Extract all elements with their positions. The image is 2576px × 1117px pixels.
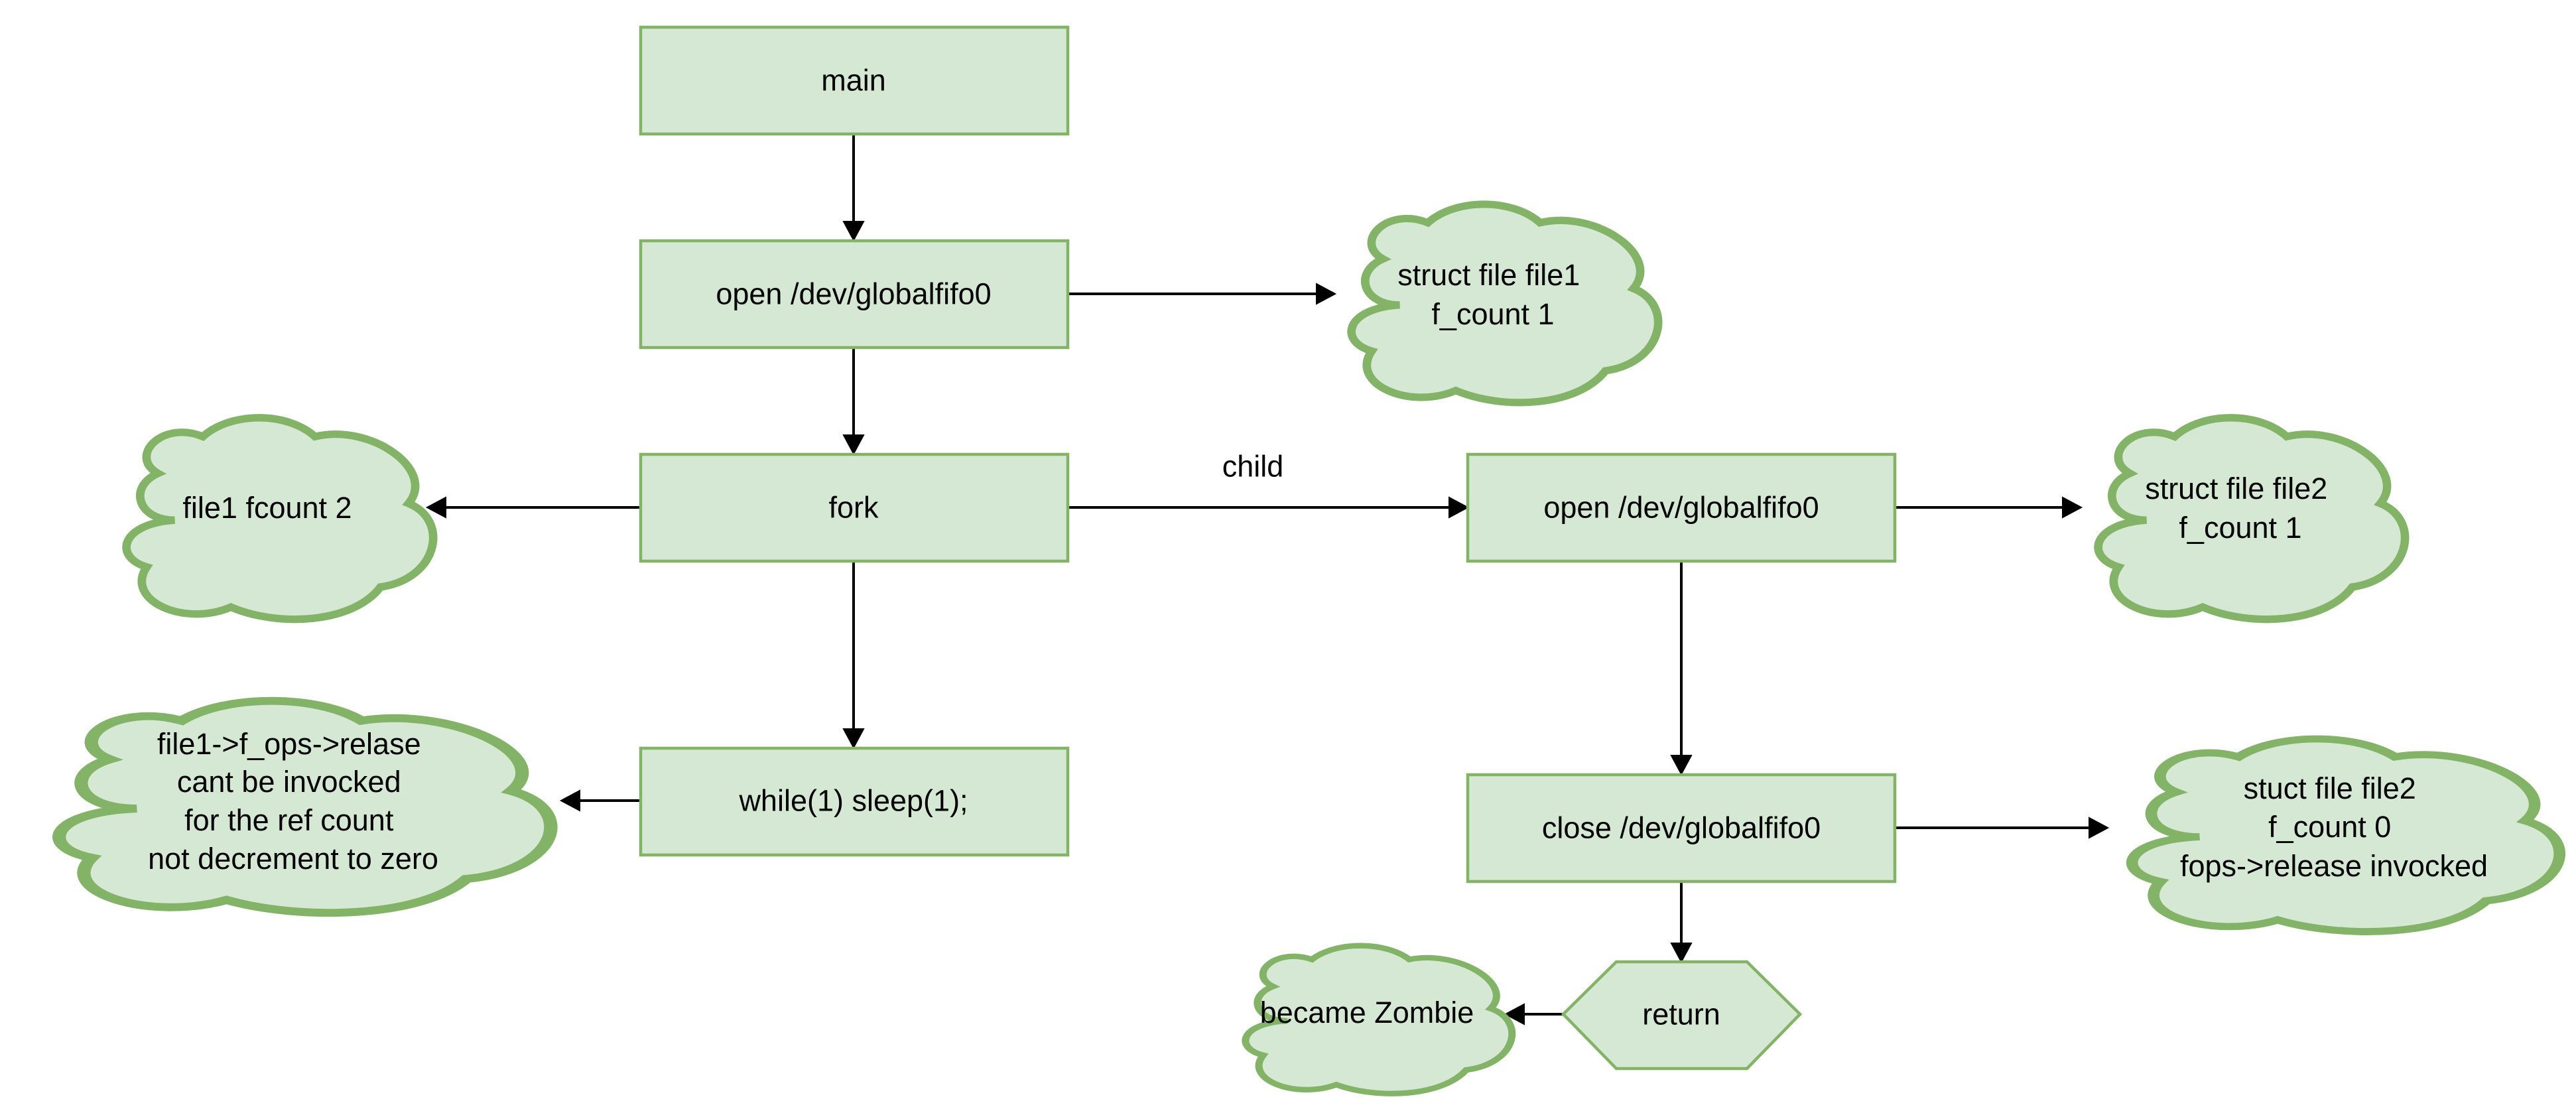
svg-text:struct file file2 f_coun: struct file file2 f_count 1 xyxy=(2145,472,2336,545)
edge-return-to-zombie-cloud xyxy=(1504,1003,1563,1025)
cloud-struct-file1: struct file file1 f_count 1 xyxy=(1352,204,1658,403)
node-return: return xyxy=(1561,960,1803,1071)
cloud-file2-released-line1: stuct file file2 xyxy=(2244,771,2416,805)
node-child-open-globalfifo0: open /dev/globalfifo0 xyxy=(1466,452,1897,563)
edge-label-child: child xyxy=(1222,450,1284,484)
edge-fork-to-sleep xyxy=(842,561,865,750)
cloud-file1-fcount-line1: file1 fcount 2 xyxy=(182,491,352,525)
edge-close-to-file2-closed-cloud xyxy=(1895,817,2110,839)
node-child-open-label: open /dev/globalfifo0 xyxy=(1543,491,1819,525)
cloud-release-not-invoked: file1->f_ops->relase cant be invocked fo… xyxy=(59,701,550,913)
edge-child-open-to-close xyxy=(1670,561,1693,776)
cloud-became-zombie: became Zombie xyxy=(1246,946,1512,1094)
cloud-struct-file1-line1: struct file file1 xyxy=(1397,258,1580,292)
node-close-label: close /dev/globalfifo0 xyxy=(1542,811,1821,845)
edge-fork-to-child-open xyxy=(1068,496,1470,519)
node-open-label: open /dev/globalfifo0 xyxy=(716,277,991,311)
svg-text:file1->f_ops->relase can: file1->f_ops->relase cant be invocked fo… xyxy=(148,727,438,876)
edge-main-to-open xyxy=(842,134,865,242)
node-fork-label: fork xyxy=(828,491,879,525)
node-open-globalfifo0: open /dev/globalfifo0 xyxy=(639,239,1070,350)
cloud-file1-fcount: file1 fcount 2 xyxy=(127,418,433,620)
cloud-struct-file1-line2: f_count 1 xyxy=(1431,297,1554,331)
cloud-struct-file2: struct file file2 f_count 1 xyxy=(2098,418,2405,620)
cloud-release-line2: cant be invocked xyxy=(177,765,401,799)
cloud-release-line1: file1->f_ops->relase xyxy=(157,727,421,761)
cloud-struct-file2-line1: struct file file2 xyxy=(2145,472,2327,505)
edge-open-to-file1-cloud xyxy=(1068,283,1337,305)
edge-open-to-fork xyxy=(842,348,865,456)
cloud-struct-file2-line2: f_count 1 xyxy=(2179,511,2301,545)
svg-text:stuct file file2 f_count: stuct file file2 f_count 0 fops->release… xyxy=(2180,771,2488,883)
node-return-label: return xyxy=(1642,998,1720,1031)
node-main-label: main xyxy=(821,64,886,98)
cloud-file2-released-line2: f_count 0 xyxy=(2268,810,2391,844)
edge-fork-to-fcount-cloud xyxy=(425,496,641,519)
edge-close-to-return xyxy=(1670,882,1693,964)
cloud-release-line3: for the ref count xyxy=(184,803,394,837)
svg-text:became Zombie: became Zombie xyxy=(1260,996,1474,1029)
node-fork: fork xyxy=(639,452,1070,563)
node-while-sleep: while(1) sleep(1); xyxy=(639,746,1070,857)
node-close-globalfifo0: close /dev/globalfifo0 xyxy=(1466,773,1897,884)
node-main: main xyxy=(639,25,1070,136)
edge-child-open-to-file2-cloud xyxy=(1895,496,2083,519)
cloud-file2-released: stuct file file2 f_count 0 fops->release… xyxy=(2132,739,2560,932)
svg-text:file1 fcount 2: file1 fcount 2 xyxy=(182,491,352,525)
cloud-file2-released-line3: fops->release invocked xyxy=(2180,849,2488,883)
node-sleep-label: while(1) sleep(1); xyxy=(738,784,968,818)
edge-sleep-to-release-cloud xyxy=(559,789,641,812)
svg-text:struct file file1 f_coun: struct file file1 f_count 1 xyxy=(1397,258,1588,331)
cloud-became-zombie-line1: became Zombie xyxy=(1260,996,1474,1029)
cloud-release-line4: not decrement to zero xyxy=(148,842,438,876)
